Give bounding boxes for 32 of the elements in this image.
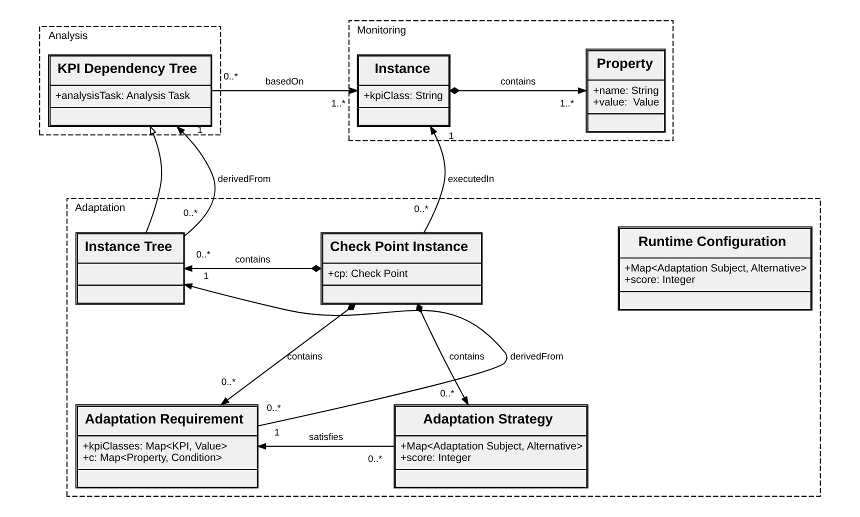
label: 0..* [224, 72, 238, 83]
arrow [212, 87, 359, 94]
arrow [256, 443, 394, 450]
label: 0..* [440, 388, 454, 400]
edge-label: contains [235, 254, 270, 266]
edge-label: derivedFrom [510, 352, 564, 363]
arrow [176, 126, 216, 236]
label: 1 [274, 427, 280, 438]
label: 1..* [560, 98, 574, 110]
arrow [182, 283, 507, 426]
label: 0..* [368, 454, 382, 465]
label: 0..* [266, 403, 281, 414]
label: 1 [448, 131, 454, 142]
edge-label: contains [449, 352, 484, 363]
edge-label: contains [287, 352, 322, 363]
label: 0..* [183, 208, 198, 219]
edge-label: executedIn [448, 174, 494, 185]
edge-label: derivedFrom [218, 174, 271, 185]
edge-label: basedOn [265, 76, 304, 88]
arrow [449, 87, 588, 94]
label: 1 [203, 270, 209, 282]
label: 0..* [221, 376, 236, 388]
arrow [423, 125, 446, 233]
edge-label: satisfies [309, 432, 344, 444]
label: 1..* [331, 98, 346, 110]
label: 0..* [414, 204, 428, 215]
label: 0..* [196, 250, 210, 261]
arrow [220, 304, 356, 406]
arrow [416, 303, 469, 406]
edge-label: contains [500, 76, 536, 88]
arrow [146, 125, 162, 233]
arrow [182, 264, 322, 272]
